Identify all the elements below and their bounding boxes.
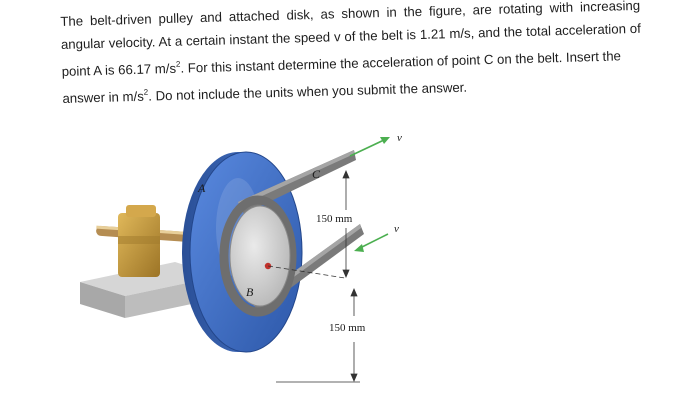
velocity-arrow-mid (354, 233, 389, 252)
label-v-mid: v (394, 223, 399, 235)
centerline (267, 265, 346, 279)
velocity-arrow-top (349, 137, 390, 157)
dimension-upper (342, 169, 350, 279)
label-C: C (312, 167, 321, 181)
dimension-label-lower: 150 mm (329, 322, 366, 334)
belt (219, 150, 364, 317)
bearing-block (118, 205, 160, 277)
pulley (229, 205, 291, 307)
label-B: B (246, 285, 254, 299)
dimension-lower (276, 287, 360, 383)
label-A: A (197, 181, 206, 195)
label-v-top: v (397, 132, 402, 144)
dimension-label-upper: 150 mm (316, 213, 353, 225)
